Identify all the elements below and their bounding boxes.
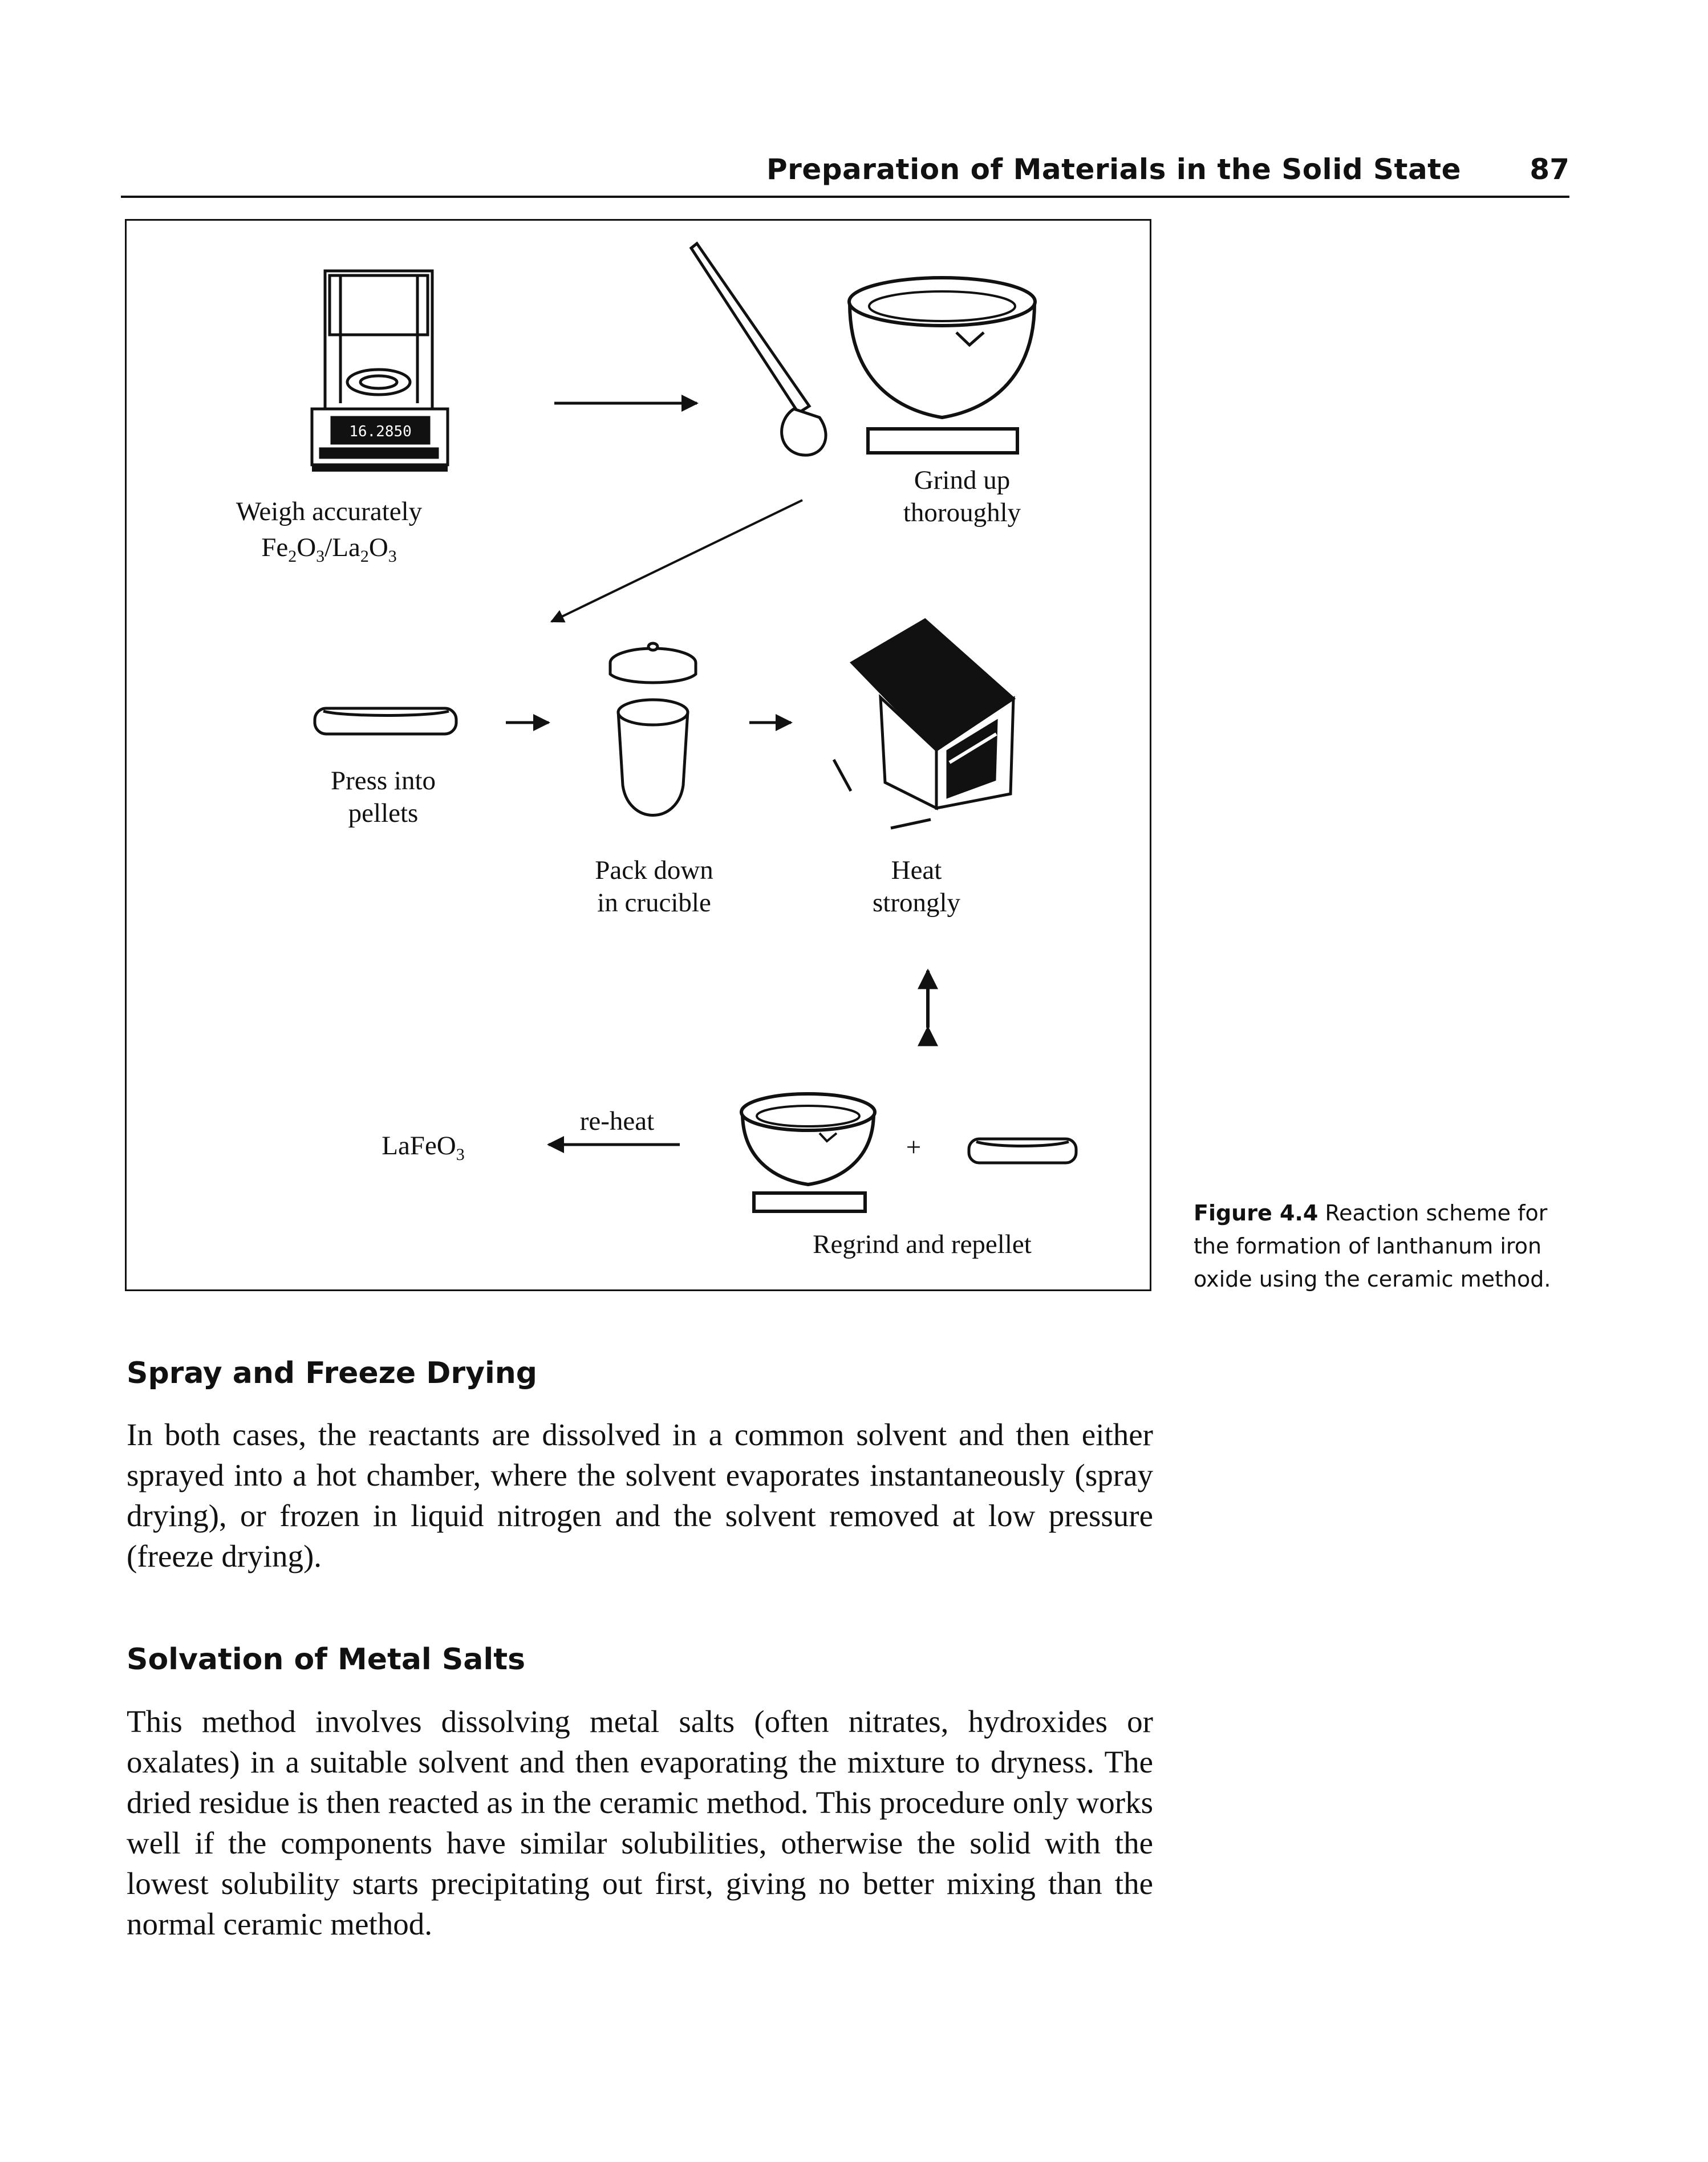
label-regrind: Regrind and repellet	[813, 1230, 1032, 1259]
figure-caption: Figure 4.4 Reaction scheme for the forma…	[1194, 1196, 1570, 1296]
section-paragraph-spray: In both cases, the reactants are dissolv…	[127, 1417, 1153, 1573]
label-press-line2: pellets	[348, 798, 419, 828]
label-heat-line1: Heat	[891, 855, 942, 885]
label-grind-line1: Grind up	[914, 465, 1010, 495]
figure-reaction-scheme: 16.2850 Weigh accurately Fe2O3/La2O3 Gri…	[125, 219, 1151, 1291]
mortar-icon	[847, 276, 1037, 455]
label-reheat: re-heat	[580, 1106, 654, 1136]
label-pack-line2: in crucible	[597, 888, 711, 918]
section-heading-spray: Spray and Freeze Drying	[127, 1356, 538, 1390]
furnace-icon	[832, 618, 1016, 830]
plus-sign: +	[906, 1133, 922, 1162]
label-heat-line2: strongly	[873, 888, 961, 918]
label-pack-line1: Pack down	[595, 855, 713, 885]
small-mortar-icon	[740, 1092, 877, 1213]
pellet-icon-2	[967, 1137, 1078, 1165]
balance-display: 16.2850	[349, 423, 412, 440]
label-press-line1: Press into	[331, 766, 436, 796]
label-weigh-line1: Weigh accurately	[236, 497, 423, 526]
pestle-icon	[689, 241, 827, 457]
balance-icon	[310, 269, 449, 472]
running-title: Preparation of Materials in the Solid St…	[766, 153, 1461, 186]
crucible-icon	[608, 642, 697, 817]
header-rule	[121, 196, 1569, 198]
figure-caption-label: Figure 4.4	[1194, 1200, 1318, 1226]
label-weigh-formula: Fe2O3/La2O3	[261, 533, 397, 566]
section-paragraph-solvation: This method involves dissolving metal sa…	[127, 1704, 1153, 1941]
pellet-icon	[313, 707, 458, 736]
label-grind-line2: thoroughly	[903, 498, 1021, 528]
page-number: 87	[1530, 153, 1569, 186]
arrow-grind-to-press	[550, 499, 803, 623]
figure-caption-text: Reaction scheme for the formation of lan…	[1194, 1200, 1551, 1292]
section-heading-solvation: Solvation of Metal Salts	[127, 1642, 526, 1677]
page-header: Preparation of Materials in the Solid St…	[121, 149, 1569, 193]
label-product: LaFeO3	[382, 1131, 465, 1164]
reaction-scheme-diagram: 16.2850 Weigh accurately Fe2O3/La2O3 Gri…	[236, 241, 1078, 1259]
